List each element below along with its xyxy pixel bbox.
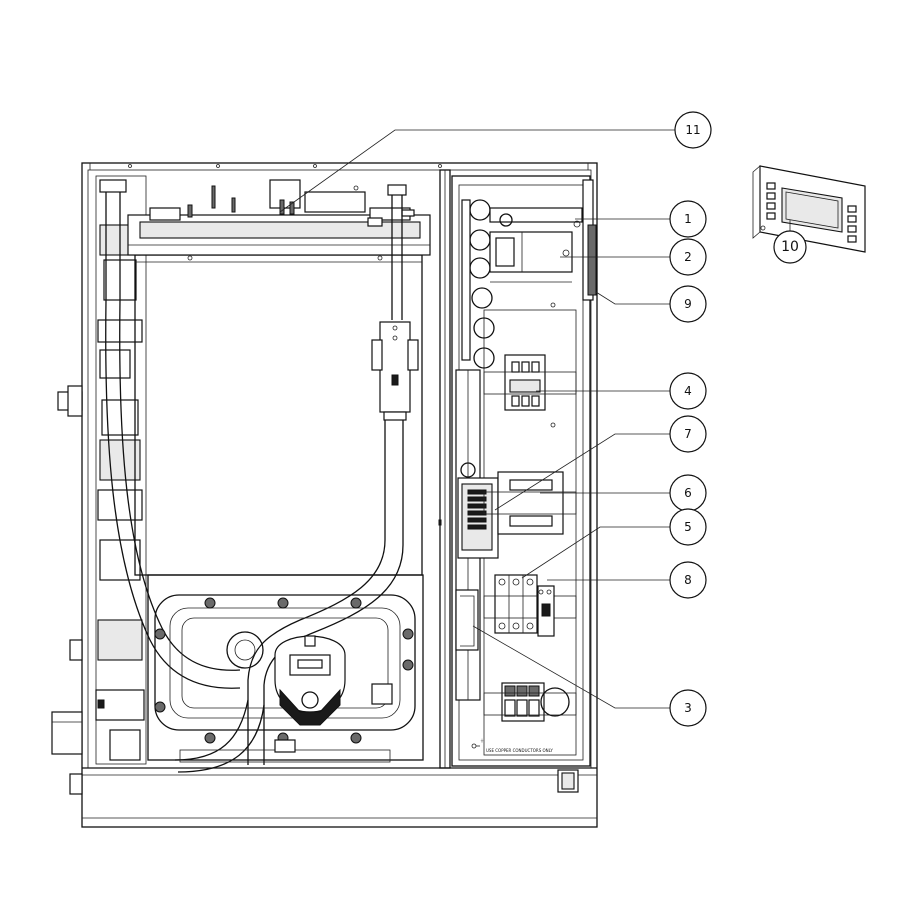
level-sensor-tube — [371, 184, 419, 421]
callout-6-label: 6 — [684, 486, 692, 500]
electrical-panel: ⏚ USE COPPER CONDUCTORS ONLY — [451, 175, 597, 793]
callout-4-label: 4 — [684, 384, 692, 398]
callout-6: 6 — [669, 474, 707, 512]
steam-cylinder — [134, 254, 423, 576]
compartment-divider — [438, 169, 451, 769]
callout-9-label: 9 — [684, 297, 692, 311]
callout-4: 4 — [669, 372, 707, 410]
callout-11: 11 — [674, 111, 712, 149]
leader-lines — [279, 129, 791, 709]
callout-11-label: 11 — [685, 123, 700, 137]
cylinder-header — [127, 179, 431, 256]
callout-1: 1 — [669, 200, 707, 238]
steam-hose — [174, 420, 404, 773]
callout-5: 5 — [669, 508, 707, 546]
callout-8-label: 8 — [684, 573, 692, 587]
callout-2: 2 — [669, 238, 707, 276]
callout-9: 9 — [669, 285, 707, 323]
callout-3-label: 3 — [684, 701, 692, 715]
copper-conductor-note: USE COPPER CONDUCTORS ONLY — [486, 748, 553, 753]
left-side-fittings — [51, 385, 83, 795]
callout-5-label: 5 — [684, 520, 692, 534]
callout-10: 10 — [773, 230, 807, 264]
ground-mark: ⏚ — [480, 737, 484, 743]
left-valve-column — [95, 175, 147, 765]
callout-3: 3 — [669, 689, 707, 727]
callout-8: 8 — [669, 561, 707, 599]
callout-10-label: 10 — [781, 239, 799, 255]
supply-hose — [99, 179, 241, 689]
callout-7-label: 7 — [684, 427, 692, 441]
callout-7: 7 — [669, 415, 707, 453]
callout-2-label: 2 — [684, 250, 692, 264]
callout-1-label: 1 — [684, 212, 692, 226]
drain-tank — [147, 574, 424, 763]
remote-display-unit — [752, 165, 866, 253]
